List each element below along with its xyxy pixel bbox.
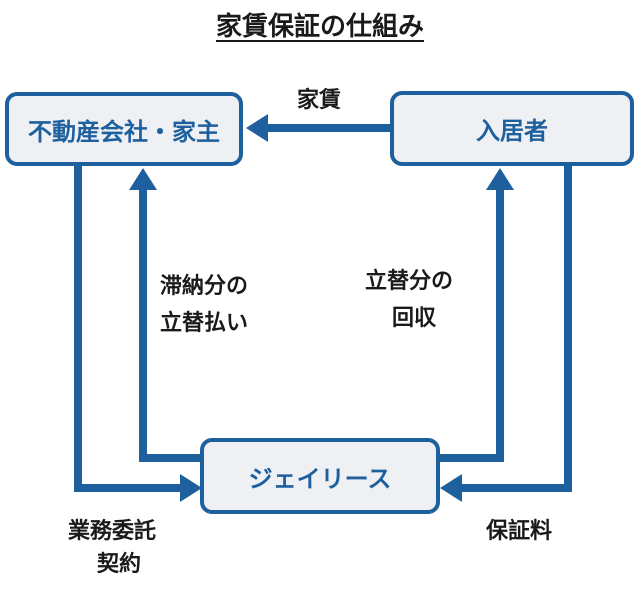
diagram-title-text: 家賃保証の仕組み [215,12,424,42]
guarantee-fee-arrow [440,166,572,502]
contract-label-line1: 業務委託 [68,519,157,544]
recovery-label-line2: 回収 [392,306,437,331]
guarantee-fee-label: 保証料 [486,519,553,544]
subrogation-label-line2: 立替払い [160,311,249,336]
subrogation-label-line1: 滞納分の [160,274,249,299]
contract-label-line2: 契約 [97,552,142,577]
recovery-arrow [440,168,514,462]
contract-arrow [74,166,202,502]
tenant-node: 入居者 [390,91,634,166]
subrogation-arrow [129,168,200,462]
tenant-label: 入居者 [476,117,548,145]
diagram-title: 家賃保証の仕組み [0,10,640,44]
real-estate-node: 不動産会社・家主 [5,92,243,166]
rent-label: 家賃 [297,88,342,113]
jay-lease-node: ジェイリース [200,438,440,514]
recovery-label-line1: 立替分の [365,269,454,294]
jay-lease-label: ジェイリース [248,464,392,493]
rent-arrow [246,114,390,142]
real-estate-label: 不動産会社・家主 [28,117,220,146]
